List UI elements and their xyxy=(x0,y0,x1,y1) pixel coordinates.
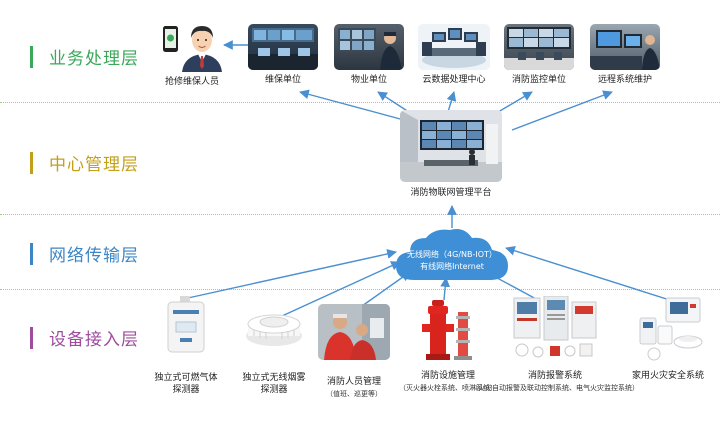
cloud-data-center-illustration xyxy=(418,24,490,70)
divider-network-device xyxy=(0,289,720,290)
layer-label-device: 设备接入层 xyxy=(30,325,139,350)
layer-bar-device xyxy=(30,326,33,349)
layer-bar-center xyxy=(30,151,33,174)
label-smoke-detector-line2: 探测器 xyxy=(260,385,288,395)
arrow-personnel-to-cloud xyxy=(361,271,411,307)
layer-label-center: 中心管理层 xyxy=(30,150,139,175)
sub-facility-management: （灭火器火栓系统、喷淋系统） xyxy=(399,384,497,392)
sub-personnel-management: （值班、巡更等） xyxy=(326,390,382,398)
label-fire-alarm-system: 消防报警系统 xyxy=(527,371,582,381)
label-facility-management: 消防设施管理 xyxy=(420,371,475,381)
divider-business-center xyxy=(0,102,720,103)
label-fire-monitoring-unit: 消防监控单位 xyxy=(511,75,566,85)
smoke-detector-device xyxy=(246,314,302,346)
label-maintenance-unit: 维保单位 xyxy=(264,75,301,85)
sub-fire-alarm-system: （火灾自动报警及联动控制系统、电气火灾监控系统） xyxy=(471,384,639,392)
layer-bar-business xyxy=(30,45,33,68)
layer-label-network: 网络传输层 xyxy=(30,241,139,266)
arrow-center-to-remote xyxy=(511,90,613,131)
layer-label-business: 业务处理层 xyxy=(30,44,139,69)
fire-alarm-equipment xyxy=(513,296,597,358)
fire-hydrant-pump xyxy=(422,300,472,360)
arrow-center-to-cloud-dc xyxy=(446,91,457,113)
arrow-smoke-to-cloud xyxy=(281,261,401,317)
label-property-unit: 物业单位 xyxy=(350,75,387,85)
gas-detector-device xyxy=(167,296,205,353)
label-cloud-data-center: 云数据处理中心 xyxy=(422,75,486,85)
label-personnel-management: 消防人员管理 xyxy=(326,377,381,387)
label-fire-iot-platform: 消防物联网管理平台 xyxy=(410,188,492,198)
personnel-photo xyxy=(318,304,390,360)
arrow-home-to-cloud xyxy=(505,246,677,303)
home-fire-safety-devices xyxy=(639,297,703,361)
arrow-center-to-maint xyxy=(299,89,405,121)
maintenance-unit-photo xyxy=(248,24,318,70)
property-unit-photo xyxy=(334,24,404,70)
label-gas-detector-line2: 探测器 xyxy=(172,385,200,395)
cloud-wired-text: 有线网络Internet xyxy=(420,262,484,271)
layer-bar-network xyxy=(30,242,33,265)
label-repair-personnel: 抢修维保人员 xyxy=(164,77,219,87)
arrow-facility-to-cloud xyxy=(440,277,451,301)
platform-control-room-photo xyxy=(400,110,502,182)
cloud-wireless-text: 无线网络（4G/NB-IOT） xyxy=(407,250,497,259)
label-remote-maintenance: 远程系统维护 xyxy=(597,75,652,85)
label-smoke-detector-line1: 独立式无线烟雾 xyxy=(242,373,306,383)
divider-center-network xyxy=(0,214,720,215)
remote-maintenance-photo xyxy=(590,24,660,70)
layer-title-network: 网络传输层 xyxy=(49,246,139,266)
layer-title-device: 设备接入层 xyxy=(49,330,139,350)
layer-title-center: 中心管理层 xyxy=(49,155,139,175)
node-repair-personnel: 抢修维保人员 xyxy=(160,18,224,87)
label-gas-detector-line1: 独立式可燃气体 xyxy=(154,373,218,383)
layer-title-business: 业务处理层 xyxy=(49,49,139,69)
repair-person-illustration xyxy=(163,26,222,72)
network-cloud-shape xyxy=(396,229,508,280)
arrow-gas-to-cloud xyxy=(187,249,397,299)
label-home-fire-safety: 家用火灾安全系统 xyxy=(631,371,704,381)
fire-monitoring-photo xyxy=(504,24,574,70)
